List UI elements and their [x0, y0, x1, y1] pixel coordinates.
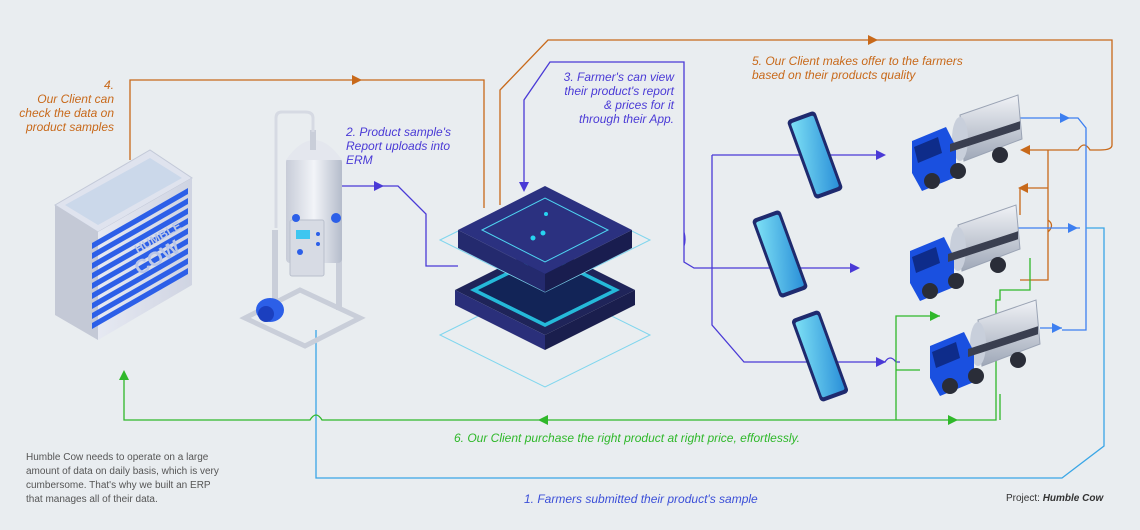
arrow-orange-right — [352, 75, 362, 85]
arrow-purple-right — [374, 181, 384, 191]
flow-line-orange-step5 — [499, 39, 1113, 205]
step4-text: Our Client can check the data on product… — [19, 92, 114, 134]
flow-line-green-branches — [895, 315, 1001, 420]
step3-label: 3. Farmer's can view their product's rep… — [563, 70, 674, 126]
description-text: Humble Cow needs to operate on a large a… — [26, 452, 219, 505]
arrow-orange-into-truck2 — [1018, 183, 1028, 193]
step6-label: 6. Our Client purchase the right product… — [454, 431, 800, 445]
project-name: Humble Cow — [1042, 493, 1104, 504]
flow-line-purple-step3 — [523, 61, 858, 269]
flow-line-purple-step2 — [340, 185, 458, 267]
arrow-green-left — [538, 415, 548, 425]
project-label: Project: — [1006, 493, 1040, 504]
smartphone-icon — [752, 111, 849, 402]
flow-line-orange-branch — [1019, 150, 1053, 281]
flow-line-orange-step4 — [129, 79, 485, 208]
step2-label: 2. Product sample's Report uploads into … — [346, 125, 452, 167]
arrow-blue-truck2 — [1068, 223, 1078, 233]
step5-label: 5. Our Client makes offer to the farmers… — [752, 54, 963, 82]
lab-machine-icon — [239, 110, 366, 349]
arrow-green-up — [119, 370, 129, 380]
data-storage-icon: HUMBLE COW — [54, 149, 193, 340]
arrow-green-truck3 — [930, 311, 940, 321]
arrow-purple-phone1 — [876, 150, 886, 160]
arrow-orange-into-truck1 — [1020, 145, 1030, 155]
arrow-orange-top — [868, 35, 878, 45]
project-credit: Project: Humble Cow — [1006, 493, 1103, 504]
arrow-green-right-main — [948, 415, 958, 425]
arrow-purple-phone3 — [876, 357, 886, 367]
arrow-purple-phone2 — [850, 263, 860, 273]
arrow-purple-down — [519, 182, 529, 192]
milk-tanker-truck-icon — [910, 94, 1041, 396]
step4-label: 4. Our Client can check the data on prod… — [10, 78, 114, 134]
step1-label: 1. Farmers submitted their product's sam… — [524, 492, 758, 506]
flow-line-green-step6 — [123, 258, 1031, 421]
arrow-blue-truck1 — [1060, 113, 1070, 123]
arrow-blue-truck3 — [1052, 323, 1062, 333]
erp-server-icon — [438, 186, 652, 388]
step4-number: 4. — [103, 78, 114, 92]
flow-line-lightblue-step1 — [315, 227, 1105, 479]
